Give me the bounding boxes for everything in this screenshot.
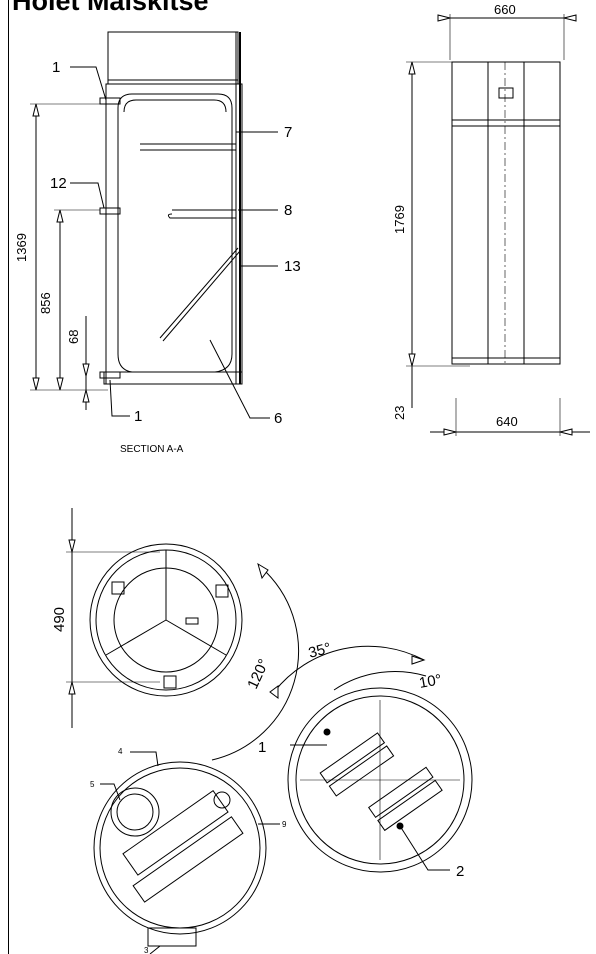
callout-5: 5 bbox=[90, 780, 95, 789]
dimension-23: 23 bbox=[392, 406, 407, 420]
dimension-640: 640 bbox=[496, 414, 518, 429]
frame-border bbox=[8, 0, 9, 954]
top-cap bbox=[107, 31, 239, 85]
section-caption: SECTION A-A bbox=[120, 444, 184, 455]
dimension-490: 490 bbox=[51, 607, 68, 632]
dimension-1369: 1369 bbox=[14, 233, 29, 262]
element-8 bbox=[167, 213, 236, 219]
callout-1-top: 1 bbox=[52, 59, 60, 76]
angle-120: 120° bbox=[244, 656, 273, 691]
callout-1-rotated: 1 bbox=[258, 739, 266, 756]
side-view bbox=[406, 14, 590, 436]
callout-9: 9 bbox=[282, 820, 287, 829]
callout-7: 7 bbox=[284, 124, 292, 141]
angle-35: 35° bbox=[307, 640, 333, 662]
page-title: Hoiet Mälskitse bbox=[12, 0, 209, 16]
top-view bbox=[66, 508, 300, 761]
callout-8: 8 bbox=[284, 202, 292, 219]
callout-13: 13 bbox=[284, 258, 301, 275]
rotated-view bbox=[269, 645, 473, 873]
pipe-connection-12 bbox=[99, 207, 121, 215]
callout-12: 12 bbox=[50, 175, 67, 192]
section-view bbox=[30, 31, 278, 419]
element-13 bbox=[159, 247, 239, 339]
dimension-856: 856 bbox=[38, 292, 53, 314]
pipe-connection-1 bbox=[99, 97, 121, 105]
callout-2: 2 bbox=[456, 863, 464, 880]
callout-6: 6 bbox=[274, 410, 282, 427]
dimension-68: 68 bbox=[66, 330, 81, 344]
bottom-view bbox=[93, 751, 280, 954]
callout-1-bottom: 1 bbox=[134, 408, 142, 425]
dimension-660: 660 bbox=[494, 2, 516, 17]
outer-casing bbox=[105, 83, 243, 385]
angle-10: 10° bbox=[418, 671, 443, 692]
callout-4: 4 bbox=[118, 747, 123, 756]
dimension-1769: 1769 bbox=[392, 205, 407, 234]
callout-3: 3 bbox=[144, 946, 149, 954]
tank-body bbox=[117, 93, 233, 373]
